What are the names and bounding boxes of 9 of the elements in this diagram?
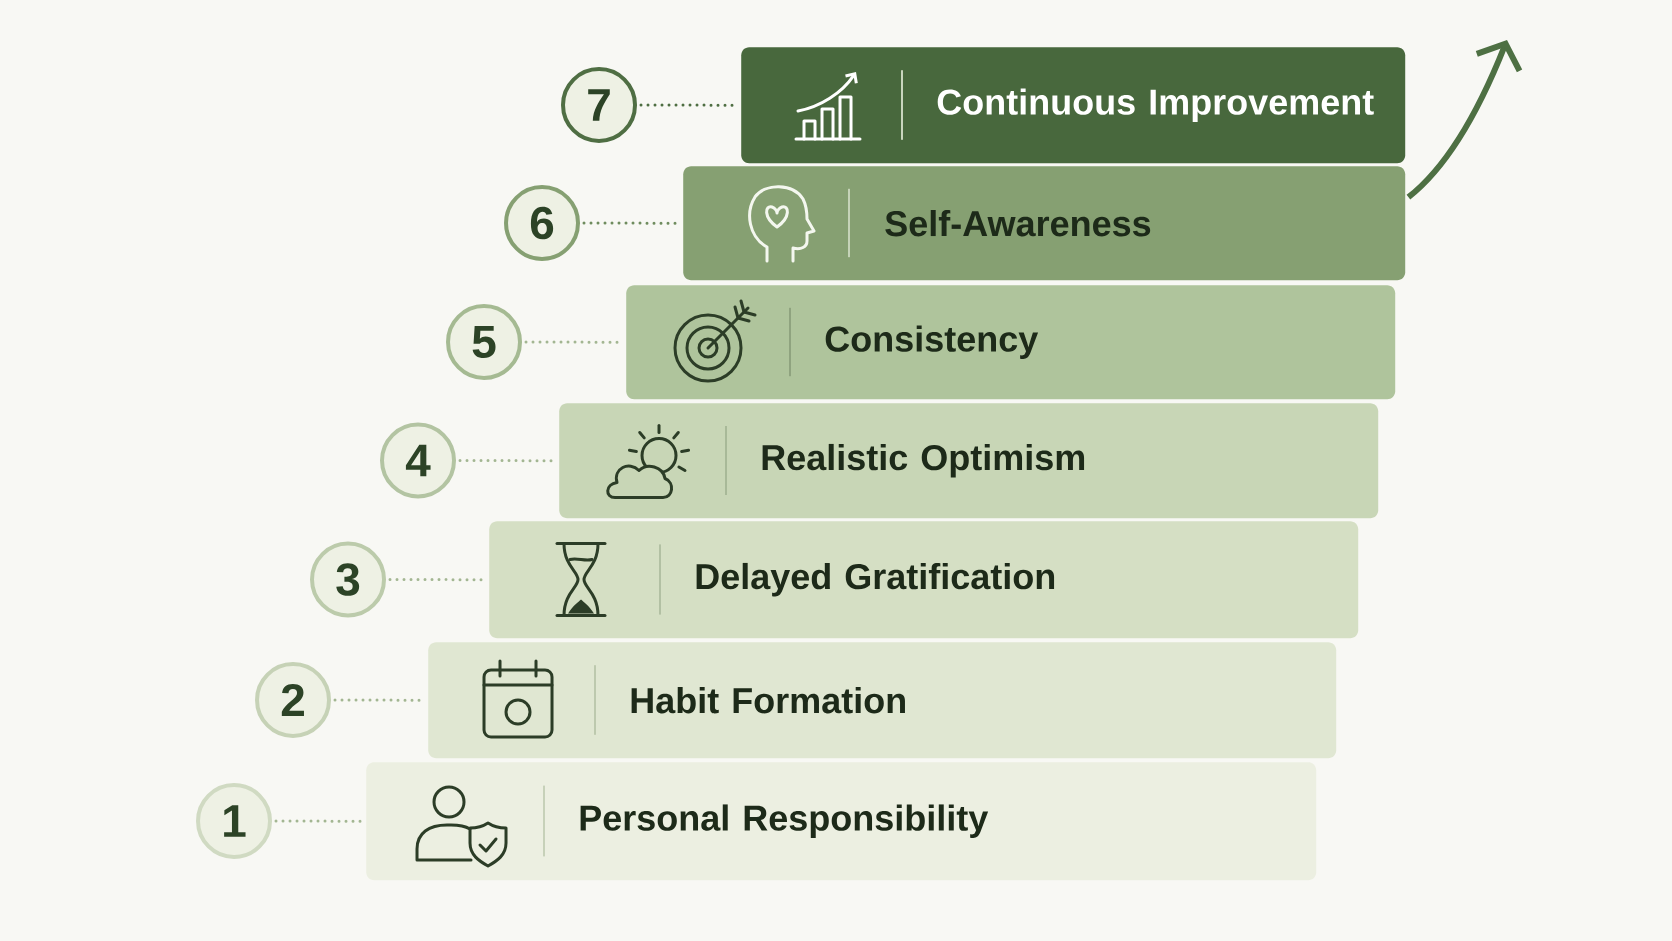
step-bar: Consistency bbox=[626, 285, 1396, 400]
step-bar: Realistic Optimism bbox=[559, 403, 1379, 519]
step-bar: Continuous Improvement bbox=[741, 47, 1406, 164]
step-bar: Delayed Gratification bbox=[489, 521, 1359, 639]
curved-arrow bbox=[1406, 40, 1523, 200]
step-bar: Habit Formation bbox=[428, 642, 1337, 759]
dotted-line bbox=[274, 819, 363, 823]
step-bar: Self-Awareness bbox=[683, 166, 1406, 281]
step-bar: Personal Responsibility bbox=[366, 762, 1317, 881]
